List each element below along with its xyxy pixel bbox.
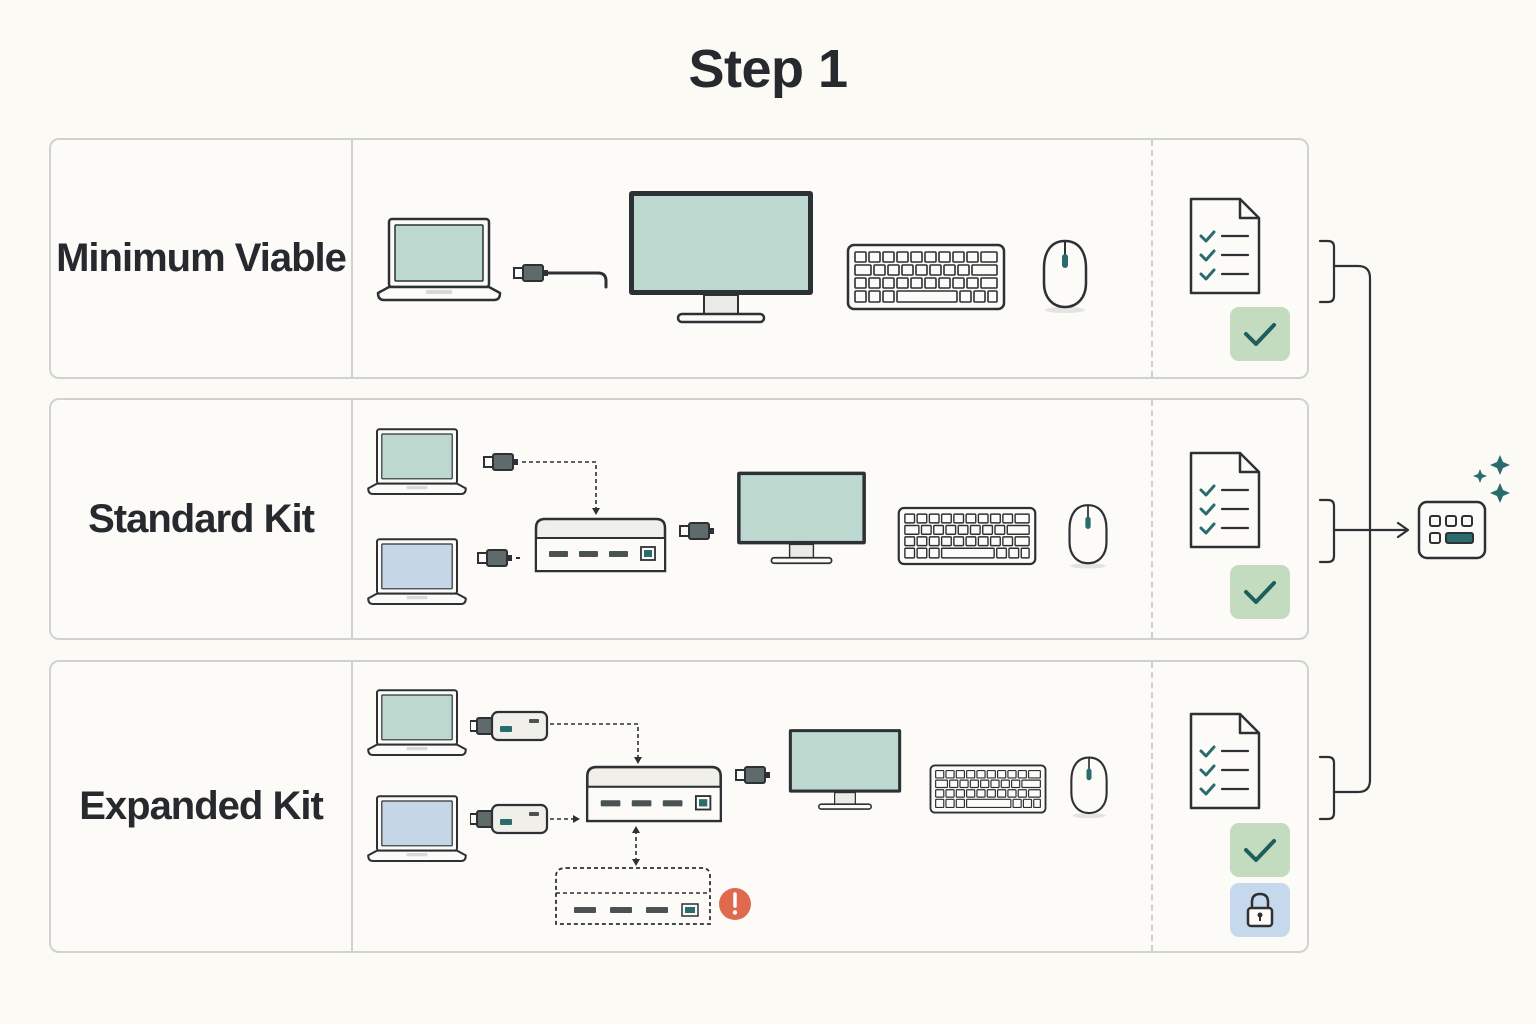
row-label: Standard Kit <box>51 400 353 638</box>
sparkle-dock-icon <box>1417 455 1510 560</box>
row-label: Minimum Viable <box>51 140 353 377</box>
page-title: Step 1 <box>688 39 848 99</box>
laptop-icon <box>376 217 502 302</box>
column-divider <box>1151 400 1153 638</box>
mouse-icon <box>1042 239 1088 314</box>
mouse-icon <box>1070 756 1108 819</box>
laptop-icon <box>367 538 467 606</box>
merge-bracket <box>1318 239 1410 821</box>
connection-arrow <box>522 461 600 515</box>
monitor-icon <box>736 470 867 565</box>
usb-adapter-icon <box>470 710 549 742</box>
column-divider <box>1151 140 1153 377</box>
docking-hub-icon <box>534 517 667 573</box>
monitor-icon <box>787 728 903 810</box>
connection-arrow <box>550 723 642 866</box>
checkmark-badge-icon <box>1229 564 1291 620</box>
mouse-icon <box>1068 504 1108 570</box>
usb-cable-icon <box>735 766 771 784</box>
checklist-document-icon <box>1189 197 1261 295</box>
keyboard-icon <box>897 506 1037 566</box>
keyboard-icon <box>929 764 1047 814</box>
laptop-icon <box>367 428 467 496</box>
usb-adapter-icon <box>470 803 549 835</box>
checkmark-badge-icon <box>1229 306 1291 362</box>
usb-cable-icon <box>483 453 519 471</box>
row-label: Expanded Kit <box>51 662 353 951</box>
usb-cable-icon <box>513 264 608 289</box>
usb-cable-icon <box>477 549 513 567</box>
laptop-icon <box>367 689 467 757</box>
column-divider <box>1151 662 1153 951</box>
checklist-document-icon <box>1189 712 1261 810</box>
checkmark-badge-icon <box>1229 822 1291 878</box>
keyboard-icon <box>846 243 1006 311</box>
usb-cable-icon <box>679 522 715 540</box>
lock-badge-icon <box>1229 882 1291 938</box>
optional-hub-icon <box>555 867 711 925</box>
warning-icon <box>719 888 751 920</box>
checklist-document-icon <box>1189 451 1261 549</box>
monitor-icon <box>627 189 815 324</box>
laptop-icon <box>367 795 467 863</box>
docking-hub-icon <box>585 765 723 823</box>
